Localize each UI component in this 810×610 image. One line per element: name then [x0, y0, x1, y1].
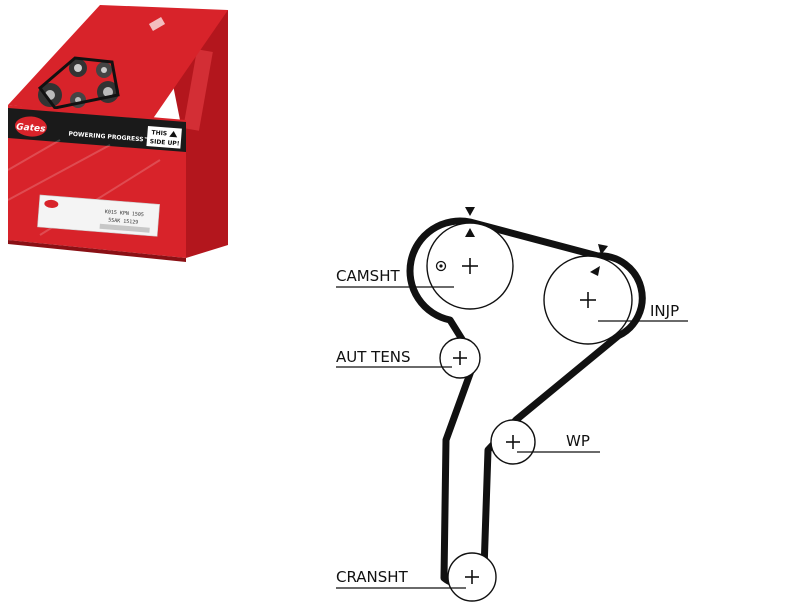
svg-text:5SAK 15129: 5SAK 15129	[108, 217, 138, 225]
label-auto-tensioner: AUT TENS	[336, 348, 452, 368]
product-box-image: Gates POWERING PROGRESS™ THIS SIDE UP! K…	[7, 5, 228, 262]
label-water-pump: WP	[517, 432, 600, 453]
brand-logo-text: Gates	[16, 122, 47, 134]
svg-text:CRANSHT: CRANSHT	[336, 568, 409, 586]
label-crankshaft: CRANSHT	[336, 568, 466, 589]
side-up-sticker: THIS SIDE UP!	[146, 126, 182, 149]
svg-text:THIS: THIS	[151, 129, 167, 137]
label-injection-pump: INJP	[598, 302, 688, 322]
label-camshaft: CAMSHT	[336, 267, 454, 288]
svg-text:INJP: INJP	[650, 302, 679, 320]
box-top-artwork	[37, 17, 166, 110]
water-pump-pulley	[490, 419, 536, 465]
box-black-band	[8, 108, 186, 152]
rotation-mark-icon	[598, 244, 608, 255]
timing-mark-icon	[465, 228, 475, 237]
svg-text:SIDE UP!: SIDE UP!	[150, 138, 180, 147]
crankshaft-pulley	[447, 552, 497, 602]
svg-text:CAMSHT: CAMSHT	[336, 267, 400, 285]
timing-mark-icon	[590, 266, 600, 276]
box-top-face	[8, 5, 228, 120]
arrow-up-icon	[169, 131, 178, 138]
timing-mark-icon	[435, 260, 447, 272]
svg-text:WP: WP	[566, 432, 590, 450]
box-side-logos	[183, 49, 213, 131]
injection-pump-pulley	[543, 244, 633, 345]
rotation-mark-icon	[465, 207, 475, 216]
svg-text:K015 KPN 1505: K015 KPN 1505	[105, 209, 144, 218]
box-white-label: K015 KPN 1505 5SAK 15129	[37, 194, 160, 237]
svg-text:AUT TENS: AUT TENS	[336, 348, 411, 366]
auto-tensioner-pulley	[439, 337, 481, 379]
